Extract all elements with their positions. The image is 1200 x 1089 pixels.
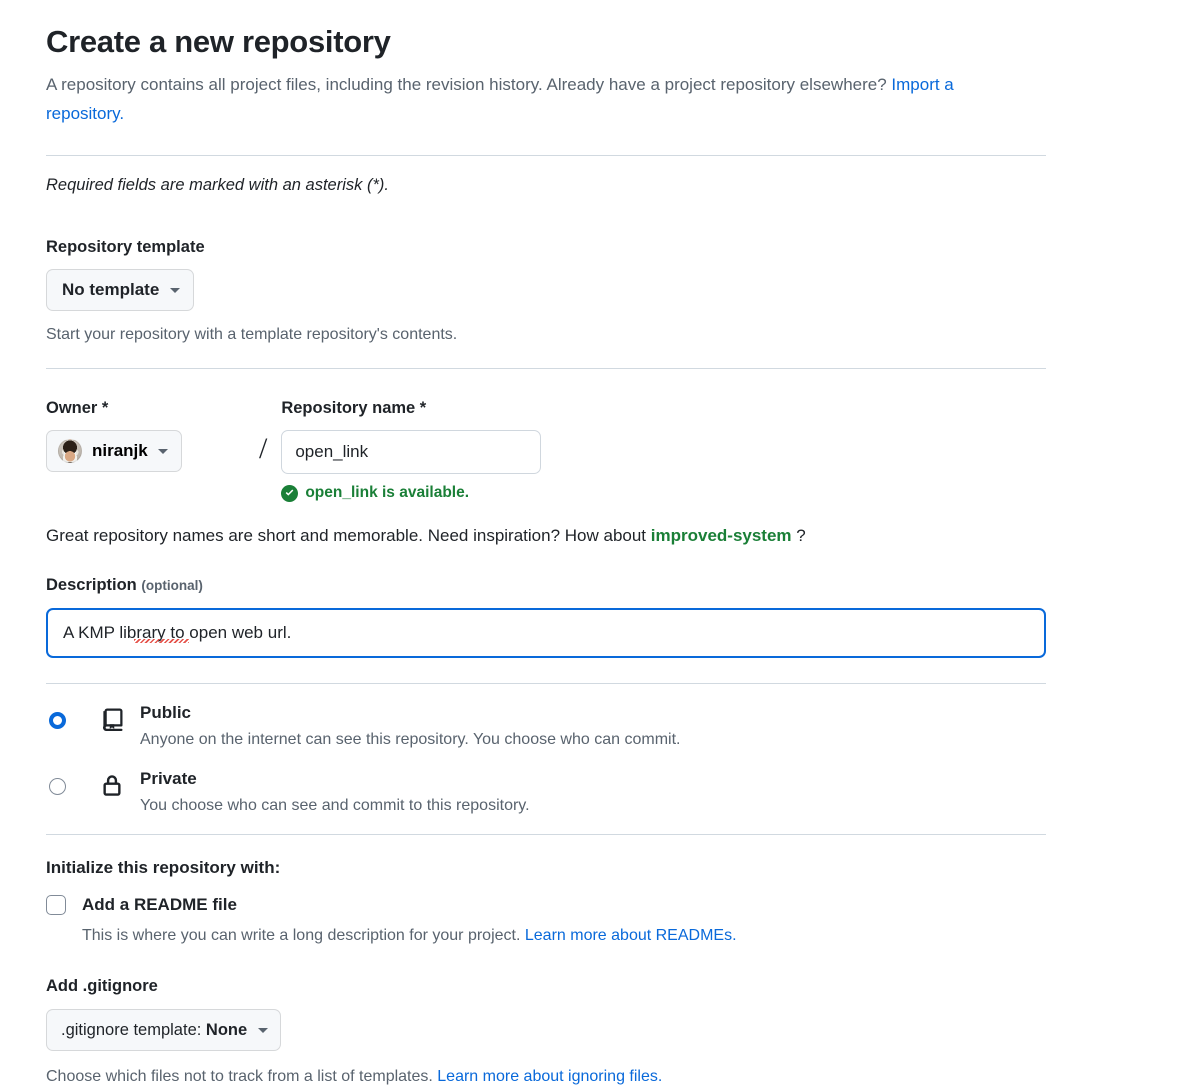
gitignore-help: Choose which files not to track from a l… bbox=[46, 1066, 1046, 1088]
visibility-private-text: Private You choose who can see and commi… bbox=[140, 767, 530, 818]
readme-help-text: This is where you can write a long descr… bbox=[82, 927, 525, 944]
chevron-down-icon bbox=[157, 448, 168, 454]
repository-template-label: Repository template bbox=[46, 238, 205, 256]
gitignore-label: Add .gitignore bbox=[46, 977, 158, 995]
description-input-wrapper bbox=[46, 608, 1046, 658]
description-input[interactable] bbox=[46, 608, 1046, 658]
repository-name-block: Repository name * open_link is available… bbox=[281, 397, 1046, 502]
repository-name-inspiration: Great repository names are short and mem… bbox=[46, 524, 1046, 548]
gitignore-value: None bbox=[205, 1021, 248, 1039]
inspiration-prefix: Great repository names are short and mem… bbox=[46, 526, 651, 545]
readme-label: Add a README file bbox=[82, 895, 237, 914]
repository-name-input[interactable] bbox=[281, 430, 542, 474]
visibility-private-description: You choose who can see and commit to thi… bbox=[140, 797, 530, 814]
divider-top bbox=[46, 155, 1046, 156]
gitignore-help-text: Choose which files not to track from a l… bbox=[46, 1068, 438, 1085]
owner-dropdown[interactable]: niranjk bbox=[46, 430, 182, 472]
page-title: Create a new repository bbox=[46, 24, 391, 59]
owner-block: Owner * niranjk bbox=[46, 397, 247, 472]
check-circle-fill-icon bbox=[281, 484, 299, 502]
gitignore-dropdown-text: .gitignore template: None bbox=[61, 1019, 247, 1041]
subtitle-text: A repository contains all project files,… bbox=[46, 75, 892, 94]
avatar bbox=[58, 439, 82, 463]
chevron-down-icon bbox=[170, 287, 181, 293]
repository-availability-message: open_link is available. bbox=[281, 484, 1046, 502]
repository-name-label: Repository name * bbox=[281, 399, 427, 417]
page-subtitle: A repository contains all project files,… bbox=[46, 70, 981, 128]
chevron-down-icon bbox=[258, 1027, 269, 1033]
inspiration-suffix: ? bbox=[791, 526, 806, 545]
owner-name-separator: / bbox=[259, 432, 268, 465]
visibility-option-private[interactable]: Private You choose who can see and commi… bbox=[46, 767, 1046, 818]
divider-after-visibility bbox=[46, 834, 1046, 835]
readme-help: This is where you can write a long descr… bbox=[82, 925, 1046, 947]
owner-label: Owner * bbox=[46, 399, 109, 417]
repo-book-icon bbox=[100, 707, 126, 736]
divider-after-template bbox=[46, 368, 1046, 369]
gitignore-template-dropdown[interactable]: .gitignore template: None bbox=[46, 1009, 282, 1051]
visibility-option-public[interactable]: Public Anyone on the internet can see th… bbox=[46, 701, 1046, 752]
required-fields-note: Required fields are marked with an aster… bbox=[46, 176, 389, 194]
description-label-text: Description bbox=[46, 576, 137, 594]
visibility-public-title: Public bbox=[140, 703, 192, 722]
radio-private[interactable] bbox=[49, 778, 66, 795]
visibility-public-text: Public Anyone on the internet can see th… bbox=[140, 701, 680, 752]
gitignore-prefix: .gitignore template: bbox=[61, 1021, 206, 1039]
divider-after-description bbox=[46, 683, 1046, 684]
repository-template-hint: Start your repository with a template re… bbox=[46, 326, 458, 343]
repository-template-value: No template bbox=[62, 280, 160, 299]
repository-template-dropdown[interactable]: No template bbox=[46, 269, 195, 311]
owner-and-name-row: Owner * niranjk / Repository name * bbox=[46, 397, 1046, 502]
visibility-private-title: Private bbox=[140, 769, 197, 788]
description-label: Description (optional) bbox=[46, 574, 1046, 597]
initialize-section-title: Initialize this repository with: bbox=[46, 858, 281, 877]
description-optional-tag: (optional) bbox=[141, 578, 203, 593]
learn-more-readmes-link[interactable]: Learn more about READMEs. bbox=[524, 927, 737, 944]
lock-icon bbox=[100, 773, 126, 802]
visibility-public-description: Anyone on the internet can see this repo… bbox=[140, 731, 681, 748]
owner-name: niranjk bbox=[92, 441, 148, 460]
learn-more-ignoring-files-link[interactable]: Learn more about ignoring files. bbox=[437, 1068, 663, 1085]
checkbox-add-readme[interactable] bbox=[46, 895, 66, 915]
radio-public[interactable] bbox=[49, 712, 66, 729]
suggested-repository-name[interactable]: improved-system bbox=[650, 526, 792, 545]
import-a-repository-link[interactable]: Import a repository. bbox=[46, 75, 954, 123]
readme-checkbox-row[interactable]: Add a README file bbox=[46, 893, 1046, 917]
availability-text: open_link is available. bbox=[305, 484, 470, 501]
